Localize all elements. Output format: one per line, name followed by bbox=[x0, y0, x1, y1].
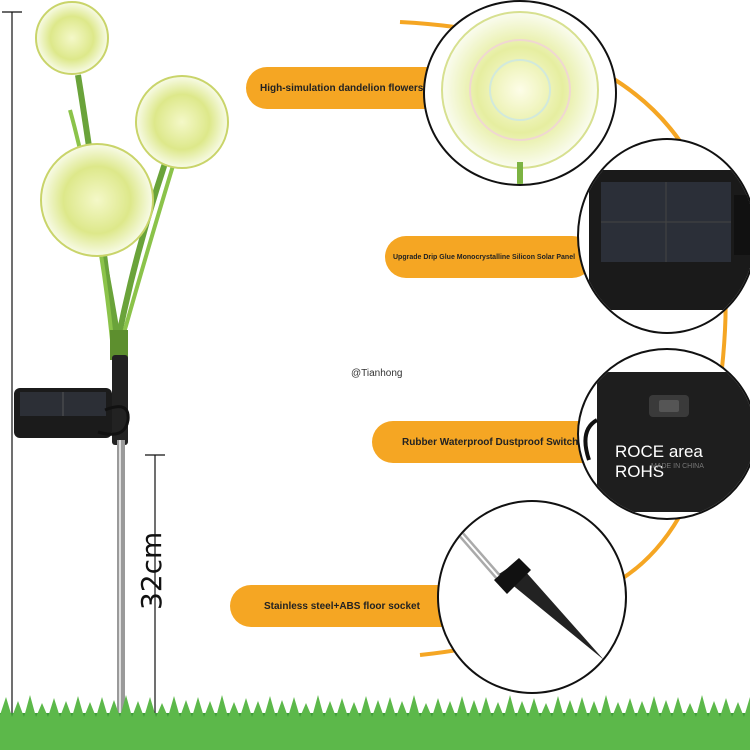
flower-head-left bbox=[40, 143, 154, 257]
switch-marking: ROCE area ROHS bbox=[615, 442, 703, 481]
label-switch: Rubber Waterproof Dustproof Switch bbox=[372, 421, 617, 463]
label-solar-panel: Upgrade Drip Glue Monocrystalline Silico… bbox=[385, 236, 593, 278]
detail-circle-solar-panel bbox=[577, 138, 750, 334]
stake-dimension-line bbox=[145, 454, 165, 715]
grass-strip bbox=[0, 695, 750, 750]
label-switch-text: Rubber Waterproof Dustproof Switch bbox=[402, 436, 579, 448]
flower-closeup bbox=[441, 11, 599, 184]
label-socket-text: Stainless steel+ABS floor socket bbox=[264, 600, 420, 612]
label-flowers-text: High-simulation dandelion flowers bbox=[260, 82, 424, 94]
flower-head-top bbox=[35, 1, 109, 75]
stake-tip-closeup bbox=[456, 529, 604, 660]
switch-box-closeup bbox=[583, 372, 750, 512]
detail-circle-switch: ROCE area ROHS MADE IN CHINA bbox=[577, 348, 750, 520]
detail-circle-stake bbox=[437, 500, 627, 694]
label-solar-panel-text: Upgrade Drip Glue Monocrystalline Silico… bbox=[393, 253, 576, 261]
flower-head-right bbox=[135, 75, 229, 169]
detail-circle-flower bbox=[423, 0, 617, 186]
solar-panel-closeup bbox=[589, 170, 750, 310]
product-illustration bbox=[14, 1, 229, 725]
switch-subtext: MADE IN CHINA bbox=[651, 463, 704, 470]
watermark: @Tianhong bbox=[351, 368, 403, 379]
